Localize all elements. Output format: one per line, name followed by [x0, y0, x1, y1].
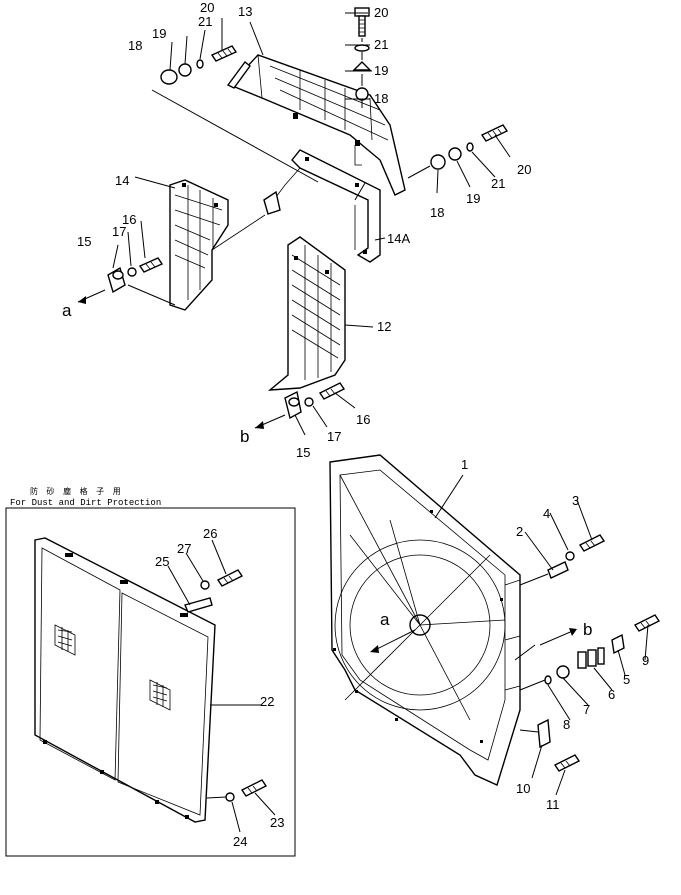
- callout-3: 3: [572, 493, 579, 508]
- view-markers: a b a b: [62, 301, 592, 639]
- callout-26: 26: [203, 526, 217, 541]
- leader-line: [127, 284, 176, 306]
- hardware-set-lower-middle: [254, 382, 346, 429]
- callout-16: 16: [356, 412, 370, 427]
- view-marker-a: a: [380, 610, 390, 629]
- callout-12: 12: [377, 319, 391, 334]
- hardware-set-shroud-bottom: [519, 718, 581, 772]
- bracket-14a: [263, 149, 381, 263]
- callout-19: 19: [152, 26, 166, 41]
- callout-21: 21: [374, 37, 388, 52]
- callout-labels: 20 13 21 19 18 20 21 19 18 20 21 19 18 1…: [77, 0, 649, 849]
- callout-6: 6: [608, 687, 615, 702]
- callout-5: 5: [623, 672, 630, 687]
- leader-line: [354, 182, 366, 201]
- view-marker-b: b: [583, 620, 592, 639]
- callout-1: 1: [461, 457, 468, 472]
- callout-18: 18: [430, 205, 444, 220]
- leader-line: [151, 89, 319, 183]
- callout-24: 24: [233, 834, 247, 849]
- callout-20: 20: [517, 162, 531, 177]
- callout-21: 21: [198, 14, 212, 29]
- callout-20: 20: [200, 0, 214, 15]
- hardware-set-shroud-top: [519, 534, 606, 586]
- callout-17: 17: [327, 429, 341, 444]
- hardware-set-shroud-mid: [519, 614, 661, 691]
- callout-4: 4: [543, 506, 550, 521]
- callout-25: 25: [155, 554, 169, 569]
- lower-guard-12: [267, 236, 346, 391]
- callout-14a: 14A: [387, 231, 410, 246]
- view-marker-a: a: [62, 301, 72, 320]
- callout-17: 17: [112, 224, 126, 239]
- callout-11: 11: [546, 797, 560, 812]
- callout-19: 19: [466, 191, 480, 206]
- callout-10: 10: [516, 781, 530, 796]
- callout-18: 18: [374, 91, 388, 106]
- callout-15: 15: [296, 445, 310, 460]
- callout-14: 14: [115, 173, 129, 188]
- callout-9: 9: [642, 653, 649, 668]
- callout-2: 2: [516, 524, 523, 539]
- callout-13: 13: [238, 4, 252, 19]
- callout-21: 21: [491, 176, 505, 191]
- callout-27: 27: [177, 541, 191, 556]
- top-guard-13: [226, 54, 406, 196]
- callout-18: 18: [128, 38, 142, 53]
- hardware-set-top-center: [352, 7, 372, 108]
- callout-19: 19: [374, 63, 388, 78]
- inset-title-japanese: 防 砂 塵 格 子 用: [30, 486, 124, 496]
- view-marker-b: b: [240, 427, 249, 446]
- hardware-set-top-left: [160, 45, 238, 85]
- callout-23: 23: [270, 815, 284, 830]
- callout-16: 16: [122, 212, 136, 227]
- inset-frame: [5, 507, 296, 857]
- callout-20: 20: [374, 5, 388, 20]
- callout-22: 22: [260, 694, 274, 709]
- hardware-set-left-middle: [77, 257, 164, 304]
- callout-8: 8: [563, 717, 570, 732]
- callout-7: 7: [583, 702, 590, 717]
- callout-15: 15: [77, 234, 91, 249]
- side-guard-14: [169, 179, 266, 311]
- hardware-set-right: [407, 124, 509, 179]
- leader-lines: [112, 12, 649, 833]
- fan-shroud-1: [329, 454, 536, 786]
- inset-dust-screen: [5, 507, 296, 857]
- inset-title-english: For Dust and Dirt Protection: [10, 498, 161, 508]
